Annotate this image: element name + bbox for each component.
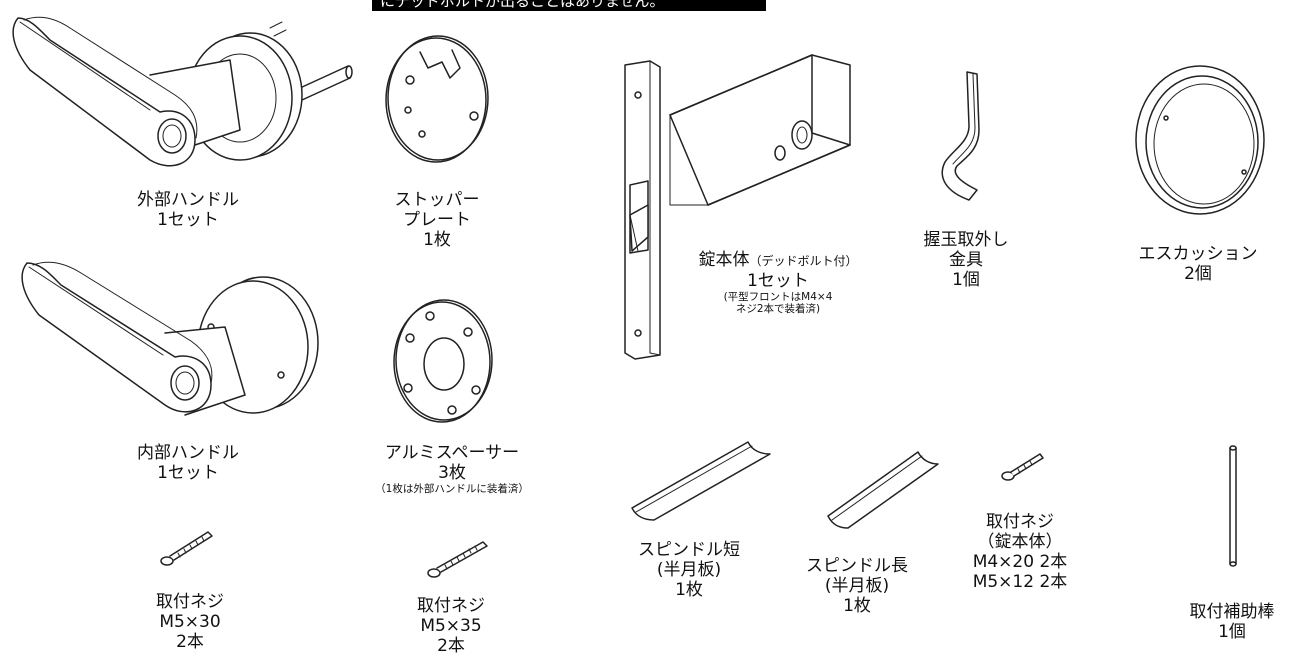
inner-handle-qty: 1セット	[157, 463, 219, 483]
spindle-long-name: スピンドル長	[806, 556, 908, 576]
aluminum-spacer-drawing	[393, 299, 493, 423]
outer-handle-name: 外部ハンドル	[137, 190, 239, 210]
stopper-plate-name1: ストッパー	[394, 190, 480, 210]
inner-handle-name: 内部ハンドル	[137, 443, 239, 463]
screw-m5x30-name: 取付ネジ	[156, 592, 224, 612]
lock-body-note1: (平型フロントはM4×4	[723, 291, 833, 303]
mounting-rod-illustration	[1224, 442, 1244, 572]
aluminum-spacer-qty: 3枚	[438, 463, 466, 483]
lock-body-label: 錠本体（デッドボルト付） 1セット (平型フロントはM4×4 ネジ2本で装着済)	[698, 250, 857, 315]
screw-m5x35-name: 取付ネジ	[417, 596, 485, 616]
lock-body-name: 錠本体	[698, 250, 750, 270]
spindle-long-sub: (半月板)	[824, 576, 890, 596]
spindle-short-label: スピンドル短 (半月板) 1枚	[638, 540, 740, 600]
stopper-plate-qty: 1枚	[423, 230, 451, 250]
top-banner-note: にデッドボルトが出ることはありません。	[372, 0, 766, 11]
spindle-long-drawing	[827, 451, 939, 529]
spindle-short-sub: (半月板)	[656, 560, 722, 580]
screw-m5x35-label: 取付ネジ M5×35 2本	[417, 596, 485, 656]
screw-m5x30-size: M5×30	[159, 612, 221, 632]
screw-m5x35-drawing	[427, 541, 488, 578]
lock-body-screw-line1: M4×20 2本	[972, 552, 1068, 572]
spindle-long-label: スピンドル長 (半月板) 1枚	[806, 556, 908, 616]
knob-removal-qty: 1個	[952, 270, 980, 290]
lock-body-name-suffix: （デッドボルト付）	[749, 254, 858, 268]
stopper-plate-label: ストッパー プレート 1枚	[395, 190, 480, 250]
screw-m5x30-drawing	[160, 531, 213, 566]
knob-removal-tool-illustration	[935, 70, 995, 210]
lock-body-screw-line2: M5×12 2本	[972, 572, 1068, 592]
escutcheon-name: エスカッション	[1138, 244, 1258, 264]
spindle-short-drawing	[631, 441, 771, 521]
screw-m5x35-qty: 2本	[437, 636, 465, 656]
screw-m5x30-illustration	[158, 528, 218, 568]
lock-body-note2: ネジ2本で装着済)	[735, 303, 821, 315]
aluminum-spacer-label: アルミスペーサー 3枚 （1枚は外部ハンドルに装着済）	[375, 443, 529, 495]
spindle-short-name: スピンドル短	[638, 540, 740, 560]
spindle-short-illustration	[628, 436, 778, 526]
knob-removal-tool-drawing	[941, 71, 980, 201]
outer-handle-illustration	[0, 0, 360, 180]
stopper-plate-drawing	[385, 35, 489, 163]
inner-handle-drawing	[21, 261, 319, 416]
lock-body-screw-name: 取付ネジ	[986, 512, 1054, 532]
knob-removal-label: 握玉取外し 金具 1個	[924, 230, 1009, 290]
lock-body-screw-drawing	[1001, 453, 1044, 481]
screw-m5x35-illustration	[425, 540, 495, 580]
outer-handle-drawing	[12, 16, 353, 167]
stopper-plate-illustration	[380, 30, 500, 170]
mounting-rod-label: 取付補助棒 1個	[1190, 602, 1275, 642]
aluminum-spacer-name: アルミスペーサー	[384, 443, 520, 463]
spindle-short-qty: 1枚	[675, 580, 703, 600]
escutcheon-illustration	[1120, 60, 1280, 220]
escutcheon-drawing	[1135, 65, 1265, 215]
mounting-rod-drawing	[1229, 445, 1237, 567]
outer-handle-label: 外部ハンドル 1セット	[137, 190, 239, 230]
escutcheon-label: エスカッション 2個	[1139, 244, 1258, 284]
screw-m5x30-label: 取付ネジ M5×30 2本	[156, 592, 224, 652]
screw-m5x35-size: M5×35	[420, 616, 482, 636]
escutcheon-qty: 2個	[1184, 264, 1212, 284]
inner-handle-illustration	[15, 255, 325, 435]
lock-body-qty: 1セット	[747, 271, 809, 291]
spindle-long-illustration	[824, 446, 944, 536]
aluminum-spacer-illustration	[388, 292, 508, 432]
knob-removal-name1: 握玉取外し	[923, 230, 1009, 250]
lock-body-drawing	[624, 54, 851, 360]
knob-removal-name2: 金具	[949, 250, 983, 270]
lock-body-screw-illustration	[1000, 450, 1050, 482]
mounting-rod-name: 取付補助棒	[1189, 602, 1275, 622]
lock-body-screw-sub: （錠本体）	[977, 532, 1063, 552]
aluminum-spacer-note: （1枚は外部ハンドルに装着済）	[375, 483, 529, 495]
mounting-rod-qty: 1個	[1218, 622, 1246, 642]
stopper-plate-name2: プレート	[403, 210, 471, 230]
outer-handle-qty: 1セット	[157, 210, 219, 230]
lock-body-screw-label: 取付ネジ （錠本体） M4×20 2本 M5×12 2本	[973, 512, 1068, 592]
screw-m5x30-qty: 2本	[176, 632, 204, 652]
inner-handle-label: 内部ハンドル 1セット	[137, 443, 239, 483]
spindle-long-qty: 1枚	[843, 596, 871, 616]
lock-body-illustration	[600, 54, 860, 360]
